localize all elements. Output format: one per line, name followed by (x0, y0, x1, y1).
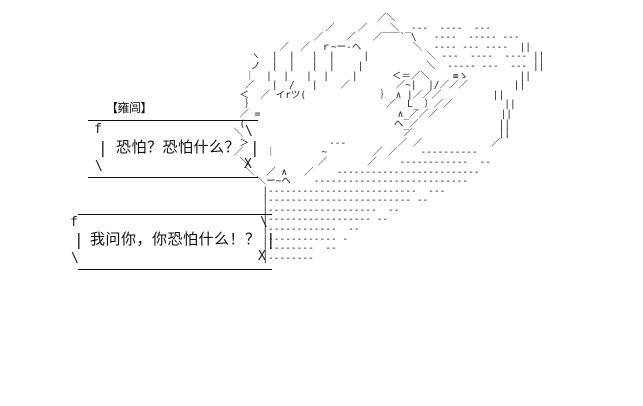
dialogue-box-2-left-side: | (74, 230, 84, 249)
dialogue-box-1-corner-top-right: \ (245, 124, 253, 139)
dialogue-text-1: 恐怕？恐怕什么？ (116, 138, 241, 156)
dialogue-box-2-corner-bottom-left: \ (71, 251, 79, 266)
dialogue-box-1[interactable]: f \ \ X | | 恐怕？恐怕什么？ (74, 120, 272, 178)
dialogue-box-2-bottom-edge (78, 269, 272, 270)
speaker-nametag: 【雍闾】 (106, 101, 153, 115)
dialogue-box-2-corner-top-right: \ (260, 215, 268, 230)
dialogue-box-1-frame: f \ \ X | | (74, 120, 272, 178)
dialogue-box-2[interactable]: f \ \ X | | 我问你，你恐怕什么！？ (64, 214, 286, 270)
dialogue-box-2-top-edge (78, 214, 272, 215)
dialogue-box-1-top-edge (88, 120, 258, 121)
dialogue-box-1-corner-bottom-left: \ (95, 159, 103, 174)
dialogue-text-2: 我问你，你恐怕什么！？ (90, 230, 261, 248)
dialogue-box-2-corner-bottom-right: X (258, 249, 266, 264)
ascii-art-portrait: ／＼ ／ ／ ＼ --- ---- --- ／ ／ ／‾‾‾`‾\ ---- -… (233, 13, 545, 264)
dialogue-box-2-frame: f \ \ X | | (64, 214, 286, 270)
dialogue-box-1-right-side: | (250, 138, 260, 157)
dialogue-box-1-corner-top-left: f (94, 122, 102, 137)
dialogue-box-2-right-side: | (266, 230, 276, 249)
dialogue-box-1-left-side: | (98, 138, 108, 157)
dialogue-box-1-bottom-edge (88, 177, 258, 178)
dialogue-box-2-corner-top-left: f (70, 215, 78, 230)
dialogue-box-1-corner-bottom-right: X (244, 157, 252, 172)
